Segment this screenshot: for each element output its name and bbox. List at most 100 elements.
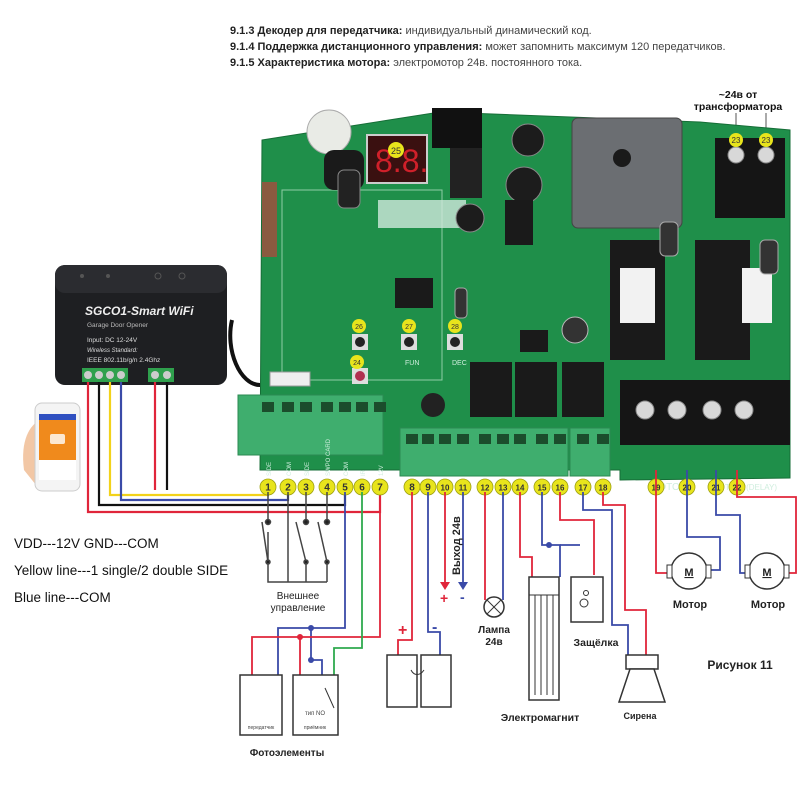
screw	[84, 371, 92, 379]
capacitor	[759, 239, 779, 275]
marker-27	[402, 319, 416, 333]
wire-red	[519, 492, 533, 577]
terminal-slot	[262, 402, 274, 412]
spec-value: может запомнить максимум 120 передатчико…	[485, 41, 726, 53]
wifi-module: SGCO1-Smart WiFi Garage Door Opener Inpu…	[55, 265, 227, 385]
terminal-number: 3	[303, 483, 309, 494]
wire-blue	[582, 492, 629, 655]
terminal-slot	[536, 434, 548, 444]
terminal-slot	[406, 434, 418, 444]
dip-table	[378, 200, 466, 228]
battery-minus: -	[432, 619, 437, 636]
electromagnet	[528, 576, 560, 701]
output-24v-wires	[444, 492, 464, 585]
terminal-number: 17	[579, 484, 588, 493]
relay-label	[620, 268, 655, 323]
external-control-label-1: Внешнее	[277, 591, 320, 602]
silk-label: COM	[287, 462, 293, 476]
silk-label: SWPO CARD	[326, 438, 332, 476]
smartphone	[23, 402, 81, 492]
button-cap	[404, 337, 414, 347]
screw	[727, 146, 745, 164]
wiring-notes: VDD---12V GND---COM Yellow line---1 sing…	[14, 530, 228, 611]
terminal-slot	[439, 434, 451, 444]
heatsink	[505, 200, 533, 245]
terminal-slot	[356, 402, 368, 412]
motor-1-label: Мотор	[673, 599, 708, 611]
spec-label: 9.1.5 Характеристика мотора:	[230, 57, 391, 69]
battery-link	[410, 669, 425, 675]
screw	[117, 371, 125, 379]
wire-blue	[715, 470, 750, 574]
terminal-number: 11	[459, 484, 468, 493]
wifi-module-top	[55, 265, 227, 293]
terminal-number: 8	[409, 483, 415, 494]
marker-23	[759, 133, 773, 147]
photocells-label: Фотоэлементы	[250, 748, 325, 759]
spec-line-motor: 9.1.5 Характеристика мотора: электромото…	[230, 57, 582, 69]
relay-label	[742, 268, 772, 323]
contact	[265, 559, 271, 565]
silk-label: SIDE	[267, 462, 273, 476]
terminal-number: 16	[556, 484, 565, 493]
transformer-label-line2: трансформатора	[694, 101, 783, 113]
terminal-number: 18	[599, 484, 608, 493]
silk-label: COM	[344, 462, 350, 476]
button-cap	[450, 337, 460, 347]
antenna	[228, 319, 261, 387]
terminal-number: 13	[499, 484, 508, 493]
screw	[163, 371, 171, 379]
latch-hole	[579, 598, 589, 608]
arrow	[458, 582, 468, 590]
junction	[308, 625, 314, 631]
transformer-terminal-block	[715, 138, 785, 218]
inductor	[571, 117, 683, 229]
control-board: 8.8. 25 23 23 MOTOR	[237, 108, 791, 493]
note-blue-line: Blue line---COM	[14, 590, 111, 605]
screw	[151, 371, 159, 379]
lamp-label-1: Лампа	[478, 625, 510, 636]
electromagnet-wires	[519, 492, 561, 577]
relay	[695, 240, 750, 360]
led	[178, 272, 186, 280]
connector	[269, 371, 311, 387]
terminal-number: 2	[285, 483, 291, 494]
ic-chip	[520, 330, 548, 352]
switch-4	[317, 521, 328, 563]
regulator	[450, 148, 482, 198]
terminal-slot	[479, 434, 491, 444]
marker-text: 23	[762, 136, 771, 145]
wifi-module-title: SGCO1-Smart WiFi	[85, 304, 194, 318]
garage-icon	[50, 434, 65, 444]
arrow	[440, 582, 450, 590]
motor-2-label: Мотор	[751, 599, 786, 611]
wire-blue	[686, 470, 721, 571]
wire-blue	[310, 628, 323, 678]
note-yellow-line: Yellow line---1 single/2 double SIDE	[14, 563, 229, 578]
marker-text: 28	[451, 324, 459, 331]
led	[106, 274, 110, 278]
terminal-slot	[554, 434, 566, 444]
wifi-module-wireless-label: Wireless Standard:	[87, 348, 138, 354]
terminal-number: 10	[441, 484, 450, 493]
junction	[546, 542, 552, 548]
terminal-slot	[321, 402, 333, 412]
contact	[323, 518, 331, 526]
terminal-slot	[339, 402, 351, 412]
relay	[515, 362, 557, 417]
motor-1-symbol: M	[684, 567, 693, 579]
inductor-hole	[613, 149, 631, 167]
latch-hole	[583, 590, 589, 596]
contact	[264, 518, 272, 526]
junction	[297, 634, 303, 640]
terminal-marker-7	[371, 478, 389, 496]
terminal-slot	[374, 402, 386, 412]
output-minus: -	[460, 589, 465, 605]
silk-label: IR	[361, 469, 367, 476]
led	[80, 274, 84, 278]
terminal-number: 1	[265, 483, 271, 494]
wire-blue	[541, 492, 561, 577]
